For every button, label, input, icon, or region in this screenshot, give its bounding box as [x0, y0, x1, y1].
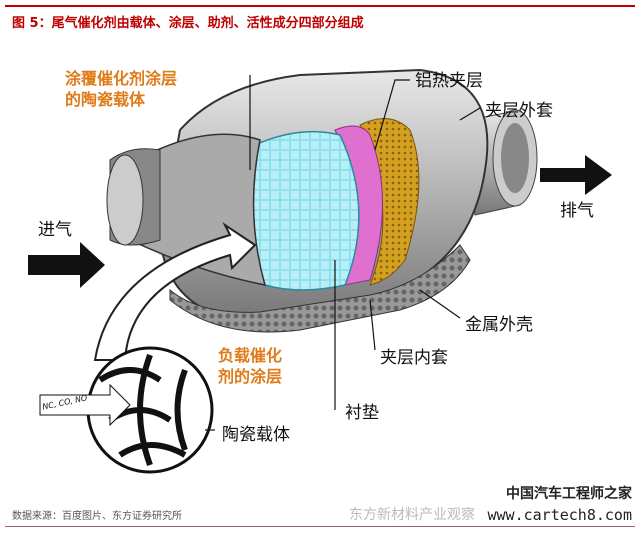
- figure-title: 图 5：尾气催化剂由载体、涂层、助剂、活性成分四部分组成: [12, 16, 364, 31]
- magnified-substrate: [39, 346, 214, 474]
- label-liner: 衬垫: [345, 403, 379, 423]
- label-aluminum-layer: 铝热夹层: [415, 71, 483, 91]
- watermark-line3: www.cartech8.com: [487, 506, 633, 524]
- flow-arrow: [93, 222, 257, 361]
- label-coated-carrier-line1: 涂覆催化剂涂层: [65, 69, 178, 88]
- label-exhaust: 排气: [560, 201, 594, 221]
- ceramic-substrate-shape: [248, 130, 360, 291]
- bottom-rule: [5, 526, 635, 527]
- label-intake: 进气: [38, 220, 72, 240]
- label-outer-jacket: 夹层外套: [485, 101, 553, 121]
- label-coating: 负载催化 剂的涂层: [218, 345, 282, 387]
- label-coating-line1: 负载催化: [218, 346, 283, 365]
- watermark-line1: 中国汽车工程师之家: [506, 486, 632, 502]
- label-inner-jacket: 夹层内套: [380, 348, 448, 368]
- label-coated-carrier-line2: 的陶瓷载体: [65, 90, 146, 109]
- label-ceramic-carrier: 陶瓷载体: [222, 425, 290, 445]
- label-coating-line2: 剂的涂层: [218, 367, 283, 386]
- source-note: 数据来源：百度图片、东方证券研究所: [12, 511, 182, 522]
- intake-arrow: [28, 242, 105, 288]
- leader-lines: [205, 75, 481, 431]
- exhaust-arrow: [540, 155, 612, 195]
- watermark-line2: 东方新材料产业观察: [349, 507, 475, 523]
- label-coated-carrier: 涂覆催化剂涂层 的陶瓷载体: [65, 68, 177, 110]
- label-metal-shell: 金属外壳: [465, 315, 533, 335]
- top-rule: [5, 5, 635, 7]
